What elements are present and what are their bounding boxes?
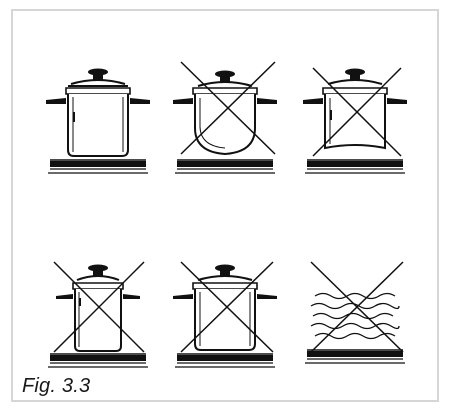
panel-pot-too-small	[47, 261, 149, 368]
panel-pot-off-center	[173, 261, 277, 368]
figure-caption: Fig. 3.3	[22, 375, 91, 397]
panel-pot-correct	[46, 68, 150, 174]
panel-pot-rounded-bottom	[173, 61, 277, 174]
panel-pot-warped-bottom	[303, 67, 407, 174]
panel-empty-hob-heat	[304, 261, 406, 364]
